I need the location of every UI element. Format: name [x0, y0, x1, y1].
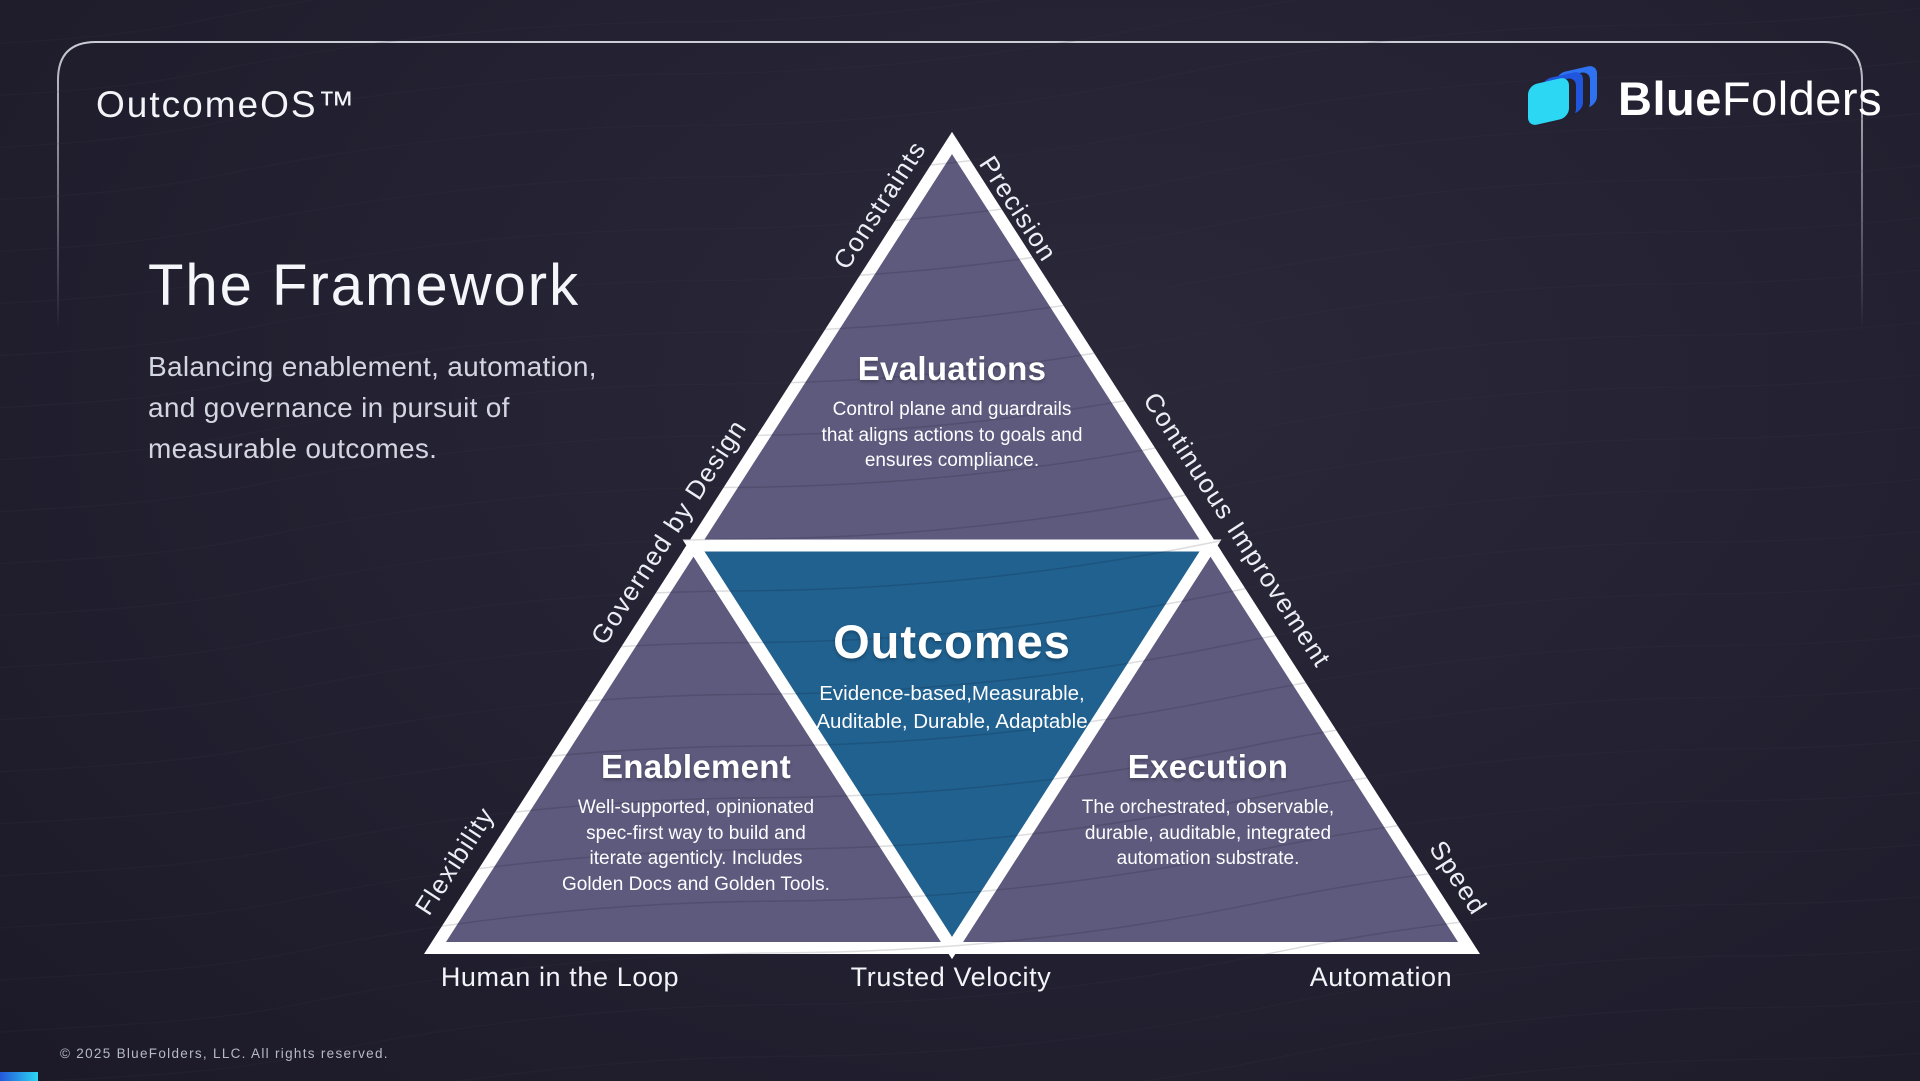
company-logo: BlueFolders	[1528, 64, 1882, 128]
base-label-trusted-velocity: Trusted Velocity	[850, 962, 1052, 992]
logo-text-blue: Blue	[1618, 71, 1722, 125]
logo-text-folders: Folders	[1721, 71, 1883, 125]
top-frame-border	[57, 41, 1863, 330]
folder-front-shape	[1528, 76, 1569, 127]
page-title: The Framework	[148, 253, 581, 318]
evaluations-title: Evaluations	[857, 350, 1047, 387]
bottom-left-accent-bar	[0, 1072, 38, 1081]
evaluations-section: Evaluations Control plane and guardrails…	[822, 350, 1083, 474]
base-label-human-in-the-loop: Human in the Loop	[440, 962, 680, 992]
evaluations-triangle	[682, 131, 1222, 552]
outcomes-description: Evidence-based,Measurable, Auditable, Du…	[816, 682, 1088, 733]
outcomes-title: Outcomes	[833, 615, 1071, 668]
page-subtitle: Balancing enablement, automation, and go…	[148, 351, 597, 465]
base-label-automation: Automation	[1309, 962, 1453, 992]
execution-section: Execution The orchestrated, observable, …	[1082, 748, 1334, 872]
execution-description: The orchestrated, observable, durable, a…	[1081, 797, 1335, 870]
copyright-text: © 2025 BlueFolders, LLC. All rights rese…	[60, 1046, 389, 1061]
enablement-title: Enablement	[600, 748, 792, 785]
product-wordmark: OutcomeOS™	[96, 84, 357, 125]
folders-icon	[1528, 64, 1602, 128]
execution-title: Execution	[1127, 748, 1289, 785]
outcomes-section: Outcomes Evidence-based,Measurable, Audi…	[816, 614, 1087, 735]
enablement-section: Enablement Well-supported, opinionated s…	[562, 748, 830, 898]
company-logo-text: BlueFolders	[1618, 71, 1882, 126]
outcomes-triangle	[682, 539, 1222, 960]
evaluations-description: Control plane and guardrails that aligns…	[821, 399, 1083, 472]
enablement-description: Well-supported, opinionated spec-first w…	[562, 797, 830, 895]
